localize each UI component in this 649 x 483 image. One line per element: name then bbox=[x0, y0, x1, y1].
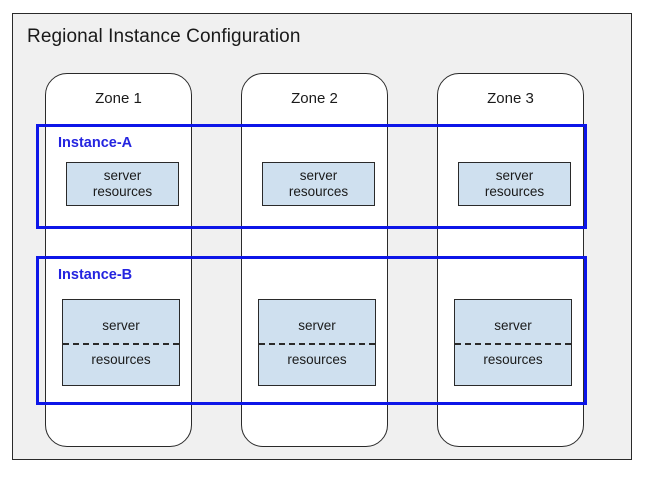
dashed-divider-icon bbox=[259, 342, 375, 345]
resource-line-2: resources bbox=[287, 351, 347, 367]
resource-line-2: resources bbox=[91, 351, 151, 367]
resource-line-2: resources bbox=[484, 184, 545, 199]
zone-column-2[interactable]: Zone 2 bbox=[241, 73, 388, 447]
dashed-divider-icon bbox=[455, 342, 571, 345]
server-resources-box-a2[interactable]: server resources bbox=[262, 162, 375, 206]
resource-line-1: server bbox=[494, 317, 532, 333]
zone-title-2: Zone 2 bbox=[291, 90, 338, 107]
server-resources-box-b2[interactable]: server resources bbox=[258, 299, 376, 386]
resource-line-2: resources bbox=[92, 184, 153, 199]
resource-line-1: server bbox=[103, 168, 142, 184]
resource-line-1: server bbox=[298, 317, 336, 333]
dashed-divider-icon bbox=[63, 342, 179, 345]
zone-title-1: Zone 1 bbox=[95, 90, 142, 107]
resource-line-2: resources bbox=[288, 184, 349, 199]
resource-line-2: resources bbox=[483, 351, 543, 367]
server-resources-box-b3[interactable]: server resources bbox=[454, 299, 572, 386]
server-resources-box-a1[interactable]: server resources bbox=[66, 162, 179, 206]
zone-title-3: Zone 3 bbox=[487, 90, 534, 107]
resource-line-1: server bbox=[495, 168, 534, 184]
resource-line-1: server bbox=[299, 168, 338, 184]
region-title: Regional Instance Configuration bbox=[27, 26, 301, 47]
resource-line-1: server bbox=[102, 317, 140, 333]
server-resources-box-b1[interactable]: server resources bbox=[62, 299, 180, 386]
zone-column-1[interactable]: Zone 1 bbox=[45, 73, 192, 447]
server-resources-box-a3[interactable]: server resources bbox=[458, 162, 571, 206]
zone-column-3[interactable]: Zone 3 bbox=[437, 73, 584, 447]
